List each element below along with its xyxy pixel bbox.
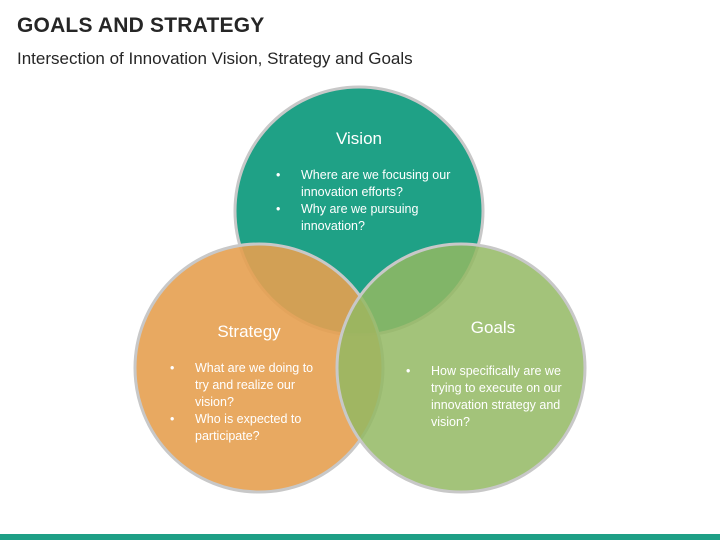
vision-bullet: Where are we focusing our innovation eff… xyxy=(276,167,451,201)
strategy-bullets: What are we doing to try and realize our… xyxy=(170,360,330,445)
strategy-bullet: Who is expected to participate? xyxy=(170,411,330,445)
goals-bullet: How specifically are we trying to execut… xyxy=(406,363,576,431)
vision-label: Vision xyxy=(336,129,382,148)
strategy-bullet: What are we doing to try and realize our… xyxy=(170,360,330,411)
goals-label: Goals xyxy=(470,318,516,337)
vision-bullet: Why are we pursuing innovation? xyxy=(276,201,451,235)
vision-bullets: Where are we focusing our innovation eff… xyxy=(276,167,451,235)
page-subtitle: Intersection of Innovation Vision, Strat… xyxy=(17,49,413,68)
page-title: GOALS AND STRATEGY xyxy=(17,14,265,37)
goals-bullets: How specifically are we trying to execut… xyxy=(406,363,576,431)
footer-bar xyxy=(0,534,720,540)
strategy-label: Strategy xyxy=(217,322,281,341)
